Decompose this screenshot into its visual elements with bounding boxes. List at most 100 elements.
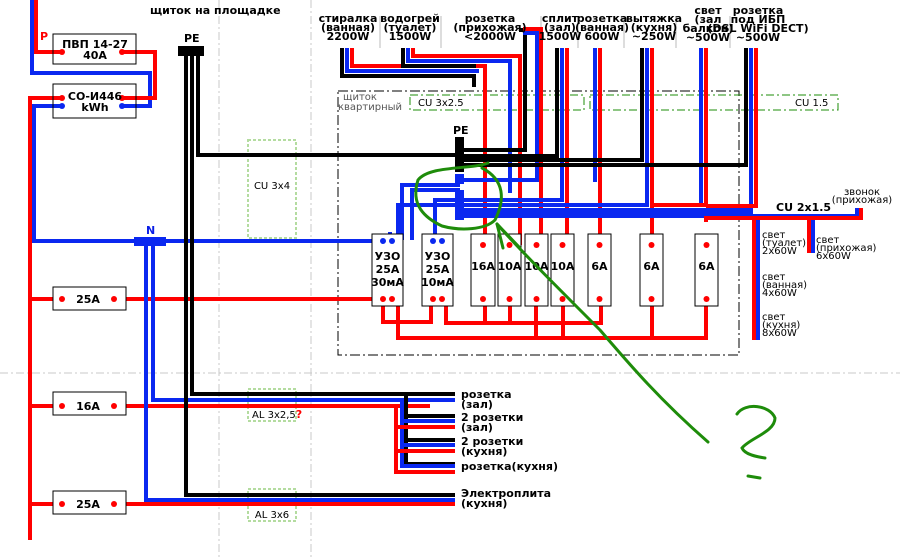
top-load-line: (ванная) xyxy=(321,21,375,34)
bottom-load-label: 2 розетки(зал) xyxy=(461,411,523,434)
top-load-line: стиралка xyxy=(319,12,378,25)
bottom-load-line: (кухня) xyxy=(461,445,507,458)
n-bus-panel-1 xyxy=(455,174,464,184)
terminals xyxy=(59,49,125,507)
bottom-load-label: Электроплита(кухня) xyxy=(461,487,551,510)
right-load-label: звонок(прихожая) xyxy=(832,187,892,206)
pe-bus-main xyxy=(178,46,204,56)
bottom-load-line: (кухня) xyxy=(461,497,507,510)
pe-bus-panel xyxy=(455,137,464,172)
top-load-line: сплит xyxy=(542,12,579,25)
wires xyxy=(28,0,863,540)
n-bus-panel-2 xyxy=(455,190,464,220)
breaker: 10А xyxy=(550,233,575,307)
top-load-line: вытяжка xyxy=(626,12,682,25)
breaker-label-line: 10А xyxy=(498,260,522,273)
breaker-label-line: 10мА xyxy=(421,276,454,289)
breaker-label-line: 16А xyxy=(471,260,495,273)
breaker-label-line: УЗО xyxy=(375,250,401,263)
top-load-line: (туалет) xyxy=(384,21,437,34)
right-load-line: свет xyxy=(762,272,786,283)
right-load-line: свет xyxy=(762,230,786,241)
bottom-load-line: розетка(кухня) xyxy=(461,460,558,473)
bottom-load-line: розетка xyxy=(461,388,512,401)
breaker-label-line: 6А xyxy=(591,260,608,273)
breaker: 6А xyxy=(639,233,664,307)
breaker: 10А xyxy=(497,233,522,307)
switch-label-2: 40А xyxy=(83,49,107,62)
pe-bus-label: PE xyxy=(184,32,200,45)
cable-label-al-3x6: AL 3x6 xyxy=(255,510,289,521)
right-load-line: 8x60W xyxy=(762,328,797,339)
bottom-load-label: розетка(зал) xyxy=(461,388,512,411)
top-load-line: 600W xyxy=(584,30,619,43)
top-load-label: розетка(ванная)600W xyxy=(575,12,629,43)
breaker-body xyxy=(421,233,454,307)
breaker-label-line: 6А xyxy=(698,260,715,273)
top-load-line: 1500W xyxy=(389,30,432,43)
top-load-line: розетка xyxy=(577,12,628,25)
breaker-body xyxy=(524,233,549,307)
right-load-line: (прихожая) xyxy=(832,195,892,206)
panel-pe-label: PE xyxy=(453,124,469,137)
top-load-line: (DSL WiFi DECT) xyxy=(707,22,808,35)
bottom-load-line: (зал) xyxy=(461,398,493,411)
breaker-label-line: 6А xyxy=(643,260,660,273)
top-load-line: свет xyxy=(694,4,722,17)
apartment-panel-label-1: щиток xyxy=(343,92,377,103)
landing-breaker-box-1 xyxy=(52,286,127,311)
top-load-line: розетка xyxy=(733,4,784,17)
breaker-body xyxy=(497,233,522,307)
meter-label-2: kWh xyxy=(81,101,108,114)
cable-label-cu-15: CU 1.5 xyxy=(795,98,828,109)
bottom-load-line: Электроплита xyxy=(461,487,551,500)
right-load-label: свет(прихожая)6x60W xyxy=(816,235,876,262)
breaker: 6А xyxy=(587,233,612,307)
right-loads: звонок(прихожая)свет(туалет)2x60Wсвет(пр… xyxy=(762,187,892,339)
breaker-body xyxy=(694,233,719,307)
top-load-line: (ванная) xyxy=(575,21,629,34)
phase-label: P xyxy=(40,30,48,43)
top-load-line: (кухня) xyxy=(631,21,677,34)
cable-label-cu-3x25: CU 3x2.5 xyxy=(418,98,464,109)
switch-box xyxy=(52,33,137,65)
top-load-line: <2000W xyxy=(464,30,516,43)
landing-breaker-1: 25А xyxy=(76,293,100,306)
top-load-line: водогрей xyxy=(380,12,440,25)
meter-box xyxy=(52,83,137,119)
annotation-scribble xyxy=(414,161,777,480)
right-load-label: свет(кухня)8x60W xyxy=(762,312,800,339)
breaker: 6А xyxy=(694,233,719,307)
right-load-line: свет xyxy=(762,312,786,323)
breaker-label-line: 10А xyxy=(551,260,575,273)
top-load-line: (зал) xyxy=(544,21,576,34)
right-load-label: свет(ванная)4x60W xyxy=(762,272,807,299)
top-load-line: (прихожая) xyxy=(453,21,526,34)
bottom-loads: розетка(зал)2 розетки(зал)2 розетки(кухн… xyxy=(461,388,558,510)
right-load-line: звонок xyxy=(844,187,880,198)
cable-label-cu-3x4: CU 3x4 xyxy=(254,181,290,192)
top-load-line: балкон) xyxy=(683,22,734,35)
breaker-body xyxy=(371,233,404,307)
cable-label-al-3x25: AL 3x2,5? xyxy=(252,408,302,421)
bottom-load-label: 2 розетки(кухня) xyxy=(461,435,523,458)
top-load-label: стиралка(ванная)2200W xyxy=(319,12,378,43)
bottom-load-label: розетка(кухня) xyxy=(461,460,558,473)
landing-panel-title: щиток на площадке xyxy=(150,4,281,17)
top-load-line: 2200W xyxy=(327,30,370,43)
breaker-label-line: УЗО xyxy=(425,250,451,263)
top-load-label: сплит(зал)1500W xyxy=(539,12,582,43)
landing-breaker-2: 16А xyxy=(76,400,100,413)
bottom-load-line: (зал) xyxy=(461,421,493,434)
breaker-body xyxy=(587,233,612,307)
top-load-line: (зал xyxy=(695,13,722,26)
bottom-load-line: 2 розетки xyxy=(461,411,523,424)
breaker-label-line: 25А xyxy=(376,263,400,276)
breaker-body xyxy=(639,233,664,307)
switch-label-1: ПВП 14-27 xyxy=(62,38,128,51)
